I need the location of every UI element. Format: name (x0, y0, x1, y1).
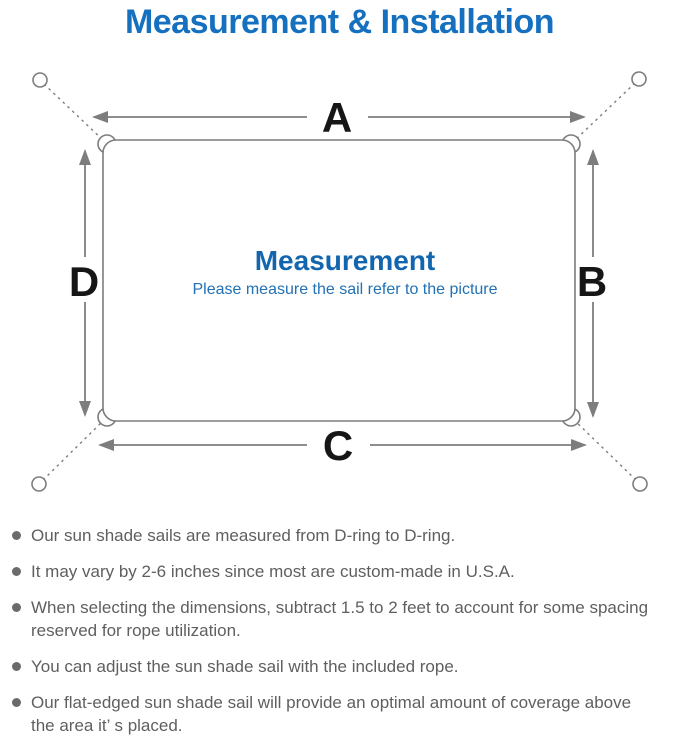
bullet-dot-icon (12, 531, 21, 540)
page-title: Measurement & Installation (124, 3, 555, 41)
notes-list: Our sun shade sails are measured from D-… (0, 510, 679, 737)
note-text: It may vary by 2-6 inches since most are… (31, 560, 669, 583)
dimension-label-c: C (323, 422, 353, 469)
note-line: When selecting the dimensions, subtract … (31, 598, 649, 617)
rope-line-top-right (572, 82, 636, 143)
note-text: You can adjust the sun shade sail with t… (31, 655, 669, 678)
note-text: Our flat-edged sun shade sail will provi… (31, 691, 669, 737)
bullet-dot-icon (12, 567, 21, 576)
dimension-label-b: B (577, 258, 607, 305)
note-item: Our flat-edged sun shade sail will provi… (11, 691, 669, 737)
bullet-dot-icon (12, 662, 21, 671)
note-line: the area it’ s placed. (31, 716, 183, 735)
note-line: reserved for rope utilization. (31, 621, 241, 640)
measurement-diagram: A C D B Measurement Please measure the s… (31, 71, 648, 492)
note-line: Our sun shade sails are measured from D-… (31, 526, 456, 545)
anchor-point-bottom-right (632, 476, 648, 492)
anchor-point-bottom-left (31, 476, 47, 492)
note-item: It may vary by 2-6 inches since most are… (11, 560, 669, 583)
rope-line-top-left (43, 83, 106, 143)
note-text: Our sun shade sails are measured from D-… (31, 524, 669, 547)
note-item: You can adjust the sun shade sail with t… (11, 655, 669, 678)
bullet-dot-icon (12, 603, 21, 612)
diagram-center-subtitle: Please measure the sail refer to the pic… (192, 281, 497, 298)
anchor-point-top-left (32, 72, 48, 88)
bullet-dot-icon (12, 698, 21, 707)
note-text: When selecting the dimensions, subtract … (31, 596, 669, 642)
rope-line-bottom-left (42, 418, 106, 481)
diagram-center-title: Measurement (255, 245, 436, 276)
note-line: You can adjust the sun shade sail with t… (31, 657, 459, 676)
dimension-label-d: D (69, 258, 99, 305)
note-line: It may vary by 2-6 inches since most are… (31, 562, 515, 581)
note-line: Our flat-edged sun shade sail will provi… (31, 693, 632, 712)
anchor-point-top-right (631, 71, 647, 87)
note-item: Our sun shade sails are measured from D-… (11, 524, 669, 547)
sail-outline (102, 139, 576, 422)
dimension-label-a: A (322, 94, 352, 141)
note-item: When selecting the dimensions, subtract … (11, 596, 669, 642)
rope-line-bottom-right (572, 418, 637, 481)
